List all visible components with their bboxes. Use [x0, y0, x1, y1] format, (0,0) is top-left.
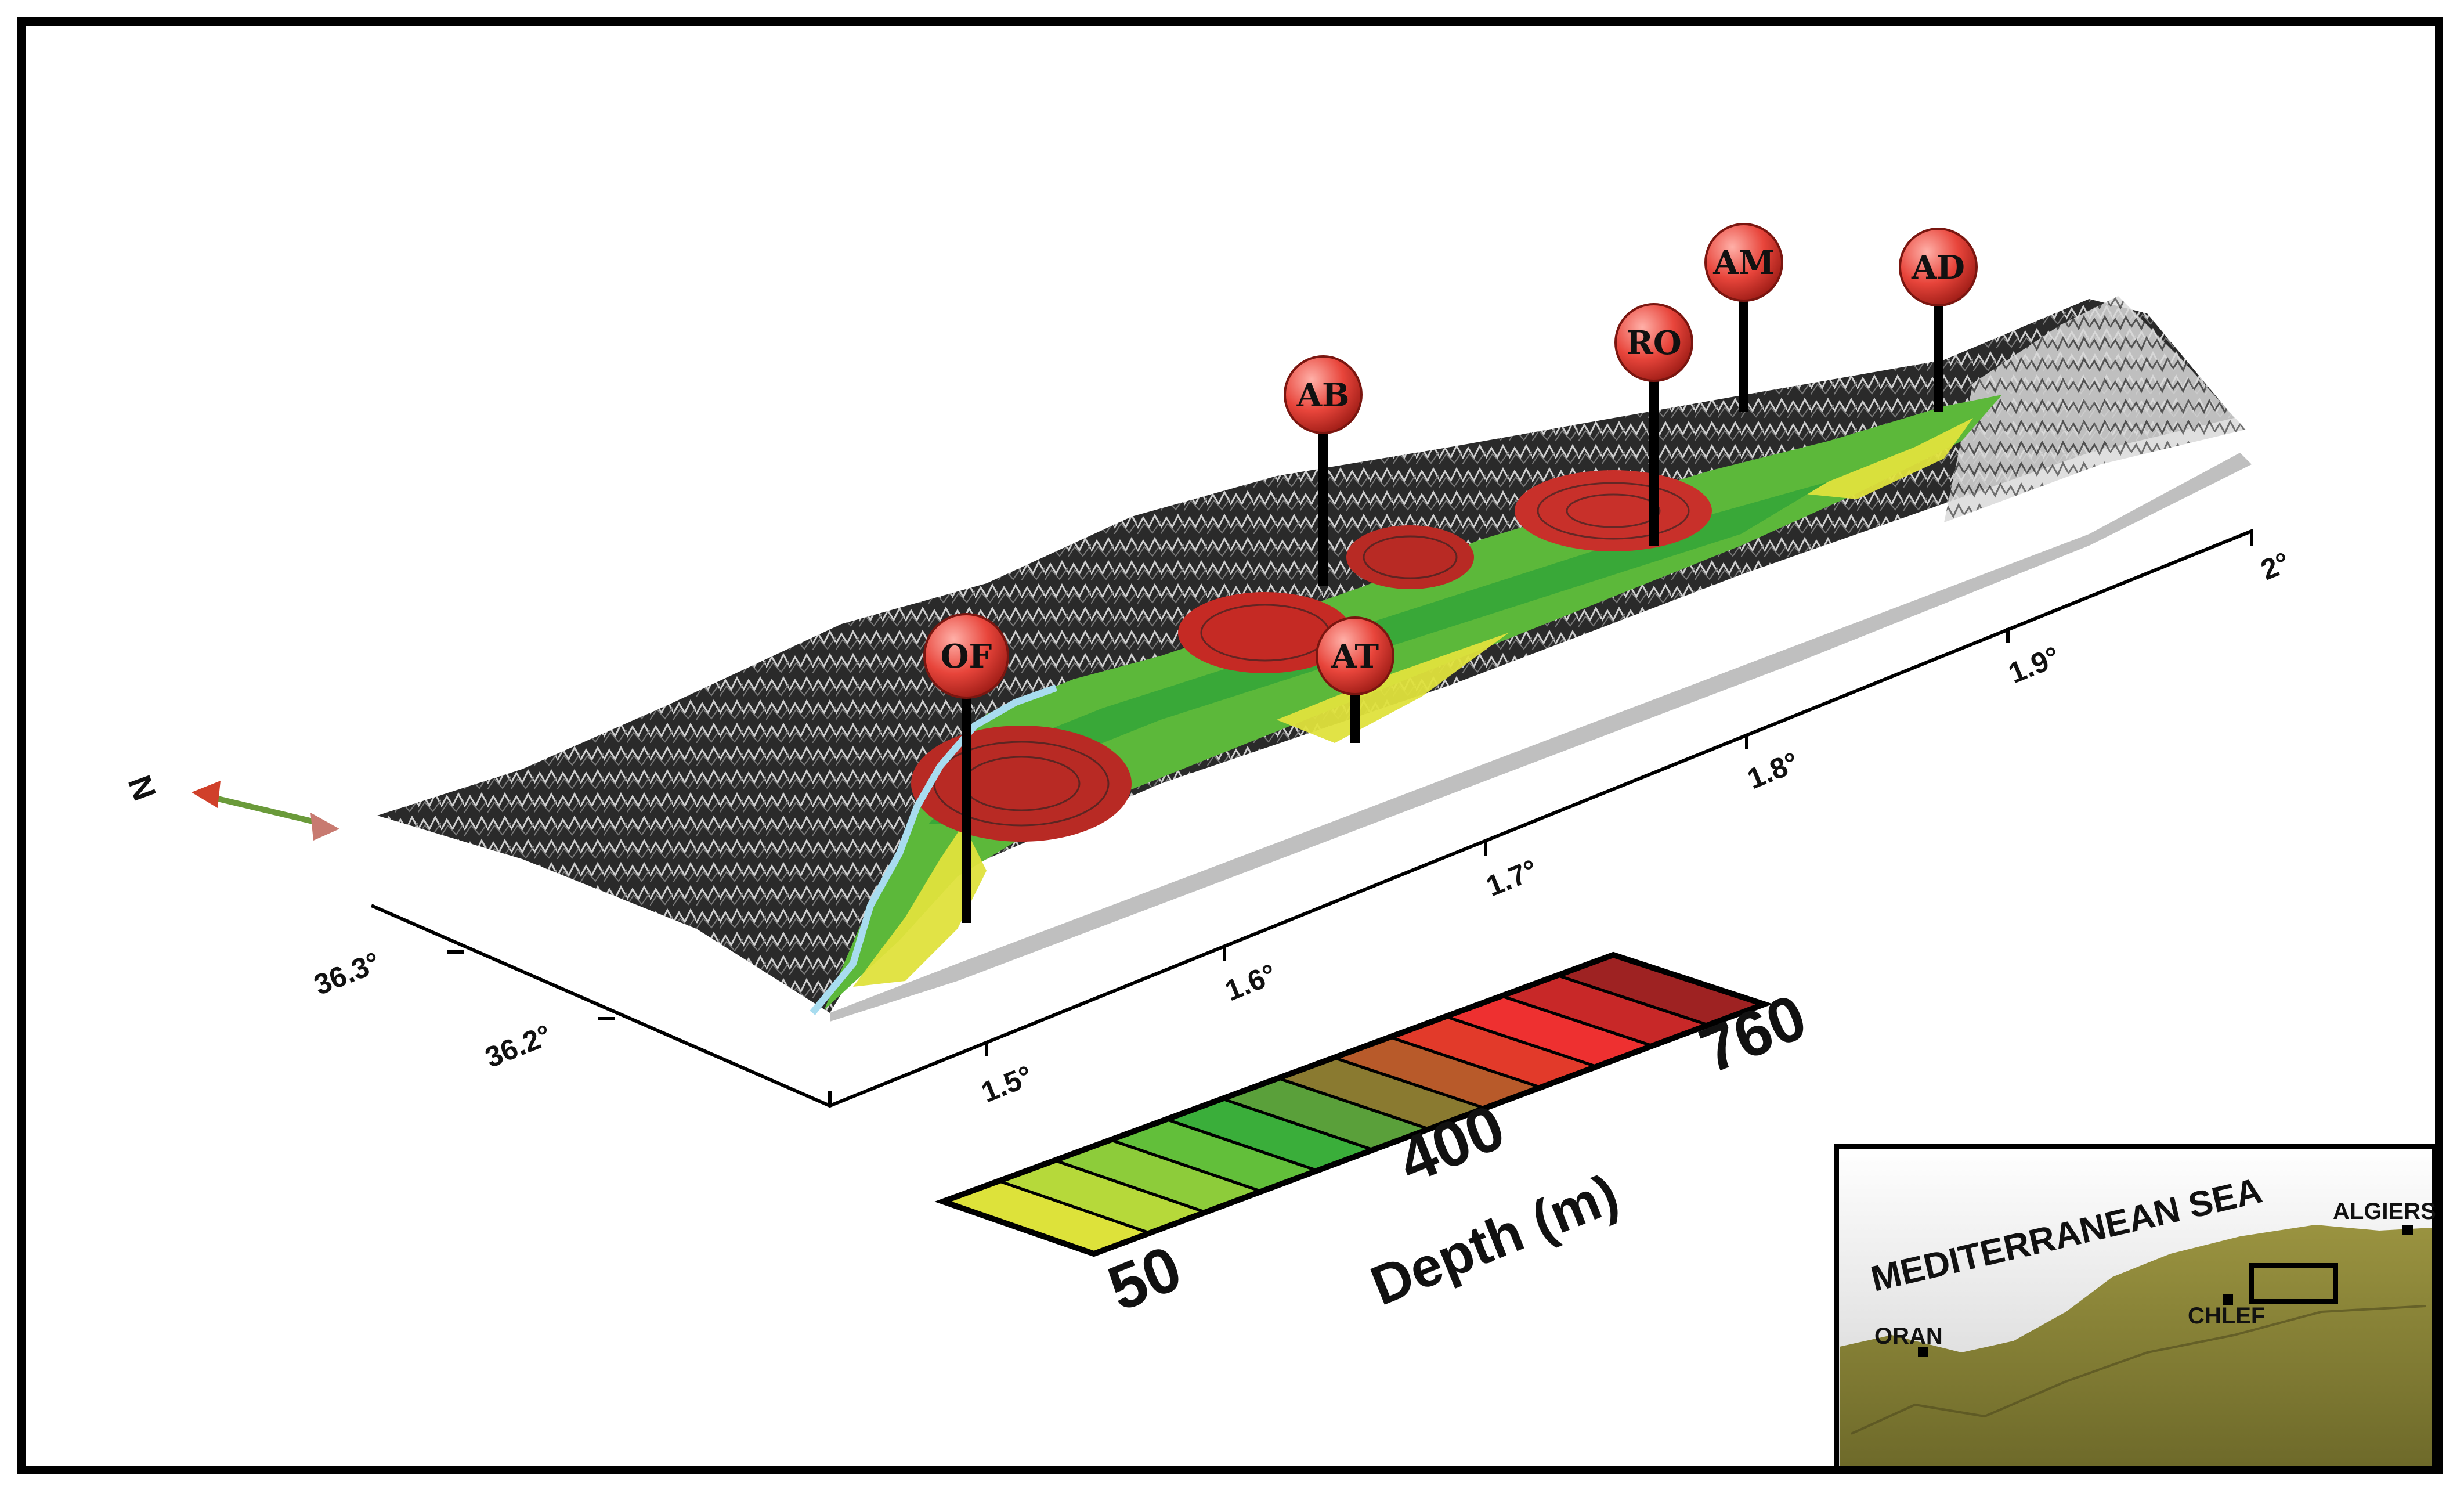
basin-fill — [824, 395, 2002, 1010]
well-ab-label: AB — [1296, 376, 1350, 414]
inset-land — [1840, 1225, 2432, 1466]
north-arrow: N — [121, 771, 339, 841]
depocenter-ab2 — [1346, 525, 1474, 589]
inset-oran-marker — [1918, 1347, 1928, 1357]
well-at-label: AT — [1331, 637, 1379, 676]
x-tick-4: 1.8° — [1743, 746, 1803, 795]
terrain-mountains-east — [1944, 296, 2246, 522]
basin-mid-green — [928, 482, 1828, 824]
depocenter-of — [911, 726, 1132, 842]
inset-city-algiers: ALGIERS — [2333, 1199, 2436, 1224]
fault-line — [810, 684, 1058, 1015]
depth-scale-title: Depth (m) — [1363, 1162, 1627, 1317]
well-ro: RO — [1614, 303, 1693, 546]
north-label: N — [121, 771, 164, 806]
depth-scale-swatches — [938, 953, 1769, 1256]
x-tick-1: 1.5° — [977, 1059, 1037, 1109]
x-tick-5: 1.9° — [2004, 640, 2064, 690]
well-ab: AB — [1284, 355, 1363, 586]
well-ro-label: RO — [1626, 324, 1681, 362]
inset-city-chlef: CHLEF — [2188, 1303, 2265, 1329]
well-am: AM — [1704, 223, 1783, 412]
inset-study-area — [2249, 1263, 2338, 1304]
x-tick-2: 1.6° — [1220, 958, 1281, 1007]
well-am-label: AM — [1712, 244, 1774, 282]
well-of: OF — [923, 613, 1009, 923]
well-ad: AD — [1899, 228, 1978, 412]
well-of-label: OF — [941, 637, 992, 676]
inset-city-oran: ORAN — [1874, 1323, 1943, 1349]
depth-scale: 50 400 760 Depth (m) — [934, 951, 1816, 1325]
well-at: AT — [1316, 616, 1394, 743]
well-ad-label: AD — [1911, 248, 1965, 287]
y-axis — [447, 950, 615, 1020]
depth-scale-outline — [934, 951, 1773, 1257]
y-tick-2: 36.2° — [480, 1018, 556, 1074]
terrain-southern-slope — [830, 453, 2252, 1022]
base-box — [370, 528, 2253, 1108]
y-tick-1: 36.3° — [309, 946, 385, 1001]
x-axis — [985, 628, 2010, 1056]
inset-algiers-marker — [2402, 1225, 2413, 1235]
x-tick-6: 2° — [2256, 546, 2294, 586]
inset-map: ORAN CHLEF ALGIERS MEDITERRANEAN SEA — [1834, 1144, 2437, 1471]
x-tick-3: 1.7° — [1482, 853, 1542, 903]
terrain-block — [377, 296, 2252, 1022]
basin-margin-yellow — [853, 418, 1973, 987]
inset-chlef-marker — [2223, 1294, 2233, 1305]
